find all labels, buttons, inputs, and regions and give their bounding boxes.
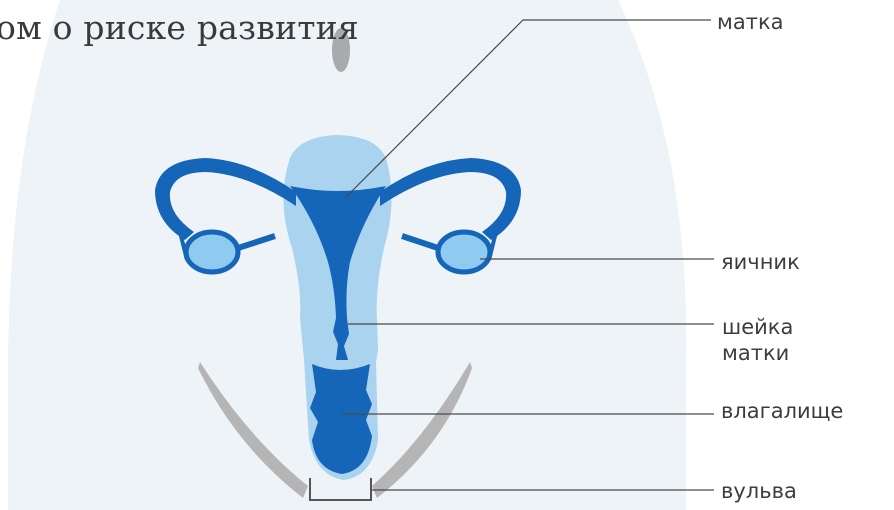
left-ovary bbox=[186, 232, 238, 272]
label-uterus: матка bbox=[717, 9, 784, 35]
label-vagina: влагалище bbox=[721, 398, 843, 424]
label-ovary: яичник bbox=[721, 249, 800, 275]
label-cervix-line-1: шейка bbox=[722, 314, 793, 340]
label-vulva: вульва bbox=[721, 478, 797, 504]
right-ovary bbox=[438, 232, 490, 272]
label-cervix-line-2: матки bbox=[722, 340, 793, 366]
label-cervix: шейка матки bbox=[722, 314, 793, 366]
vaginal-canal bbox=[310, 364, 372, 474]
page-heading-fragment: ом о риске развития bbox=[0, 8, 359, 47]
